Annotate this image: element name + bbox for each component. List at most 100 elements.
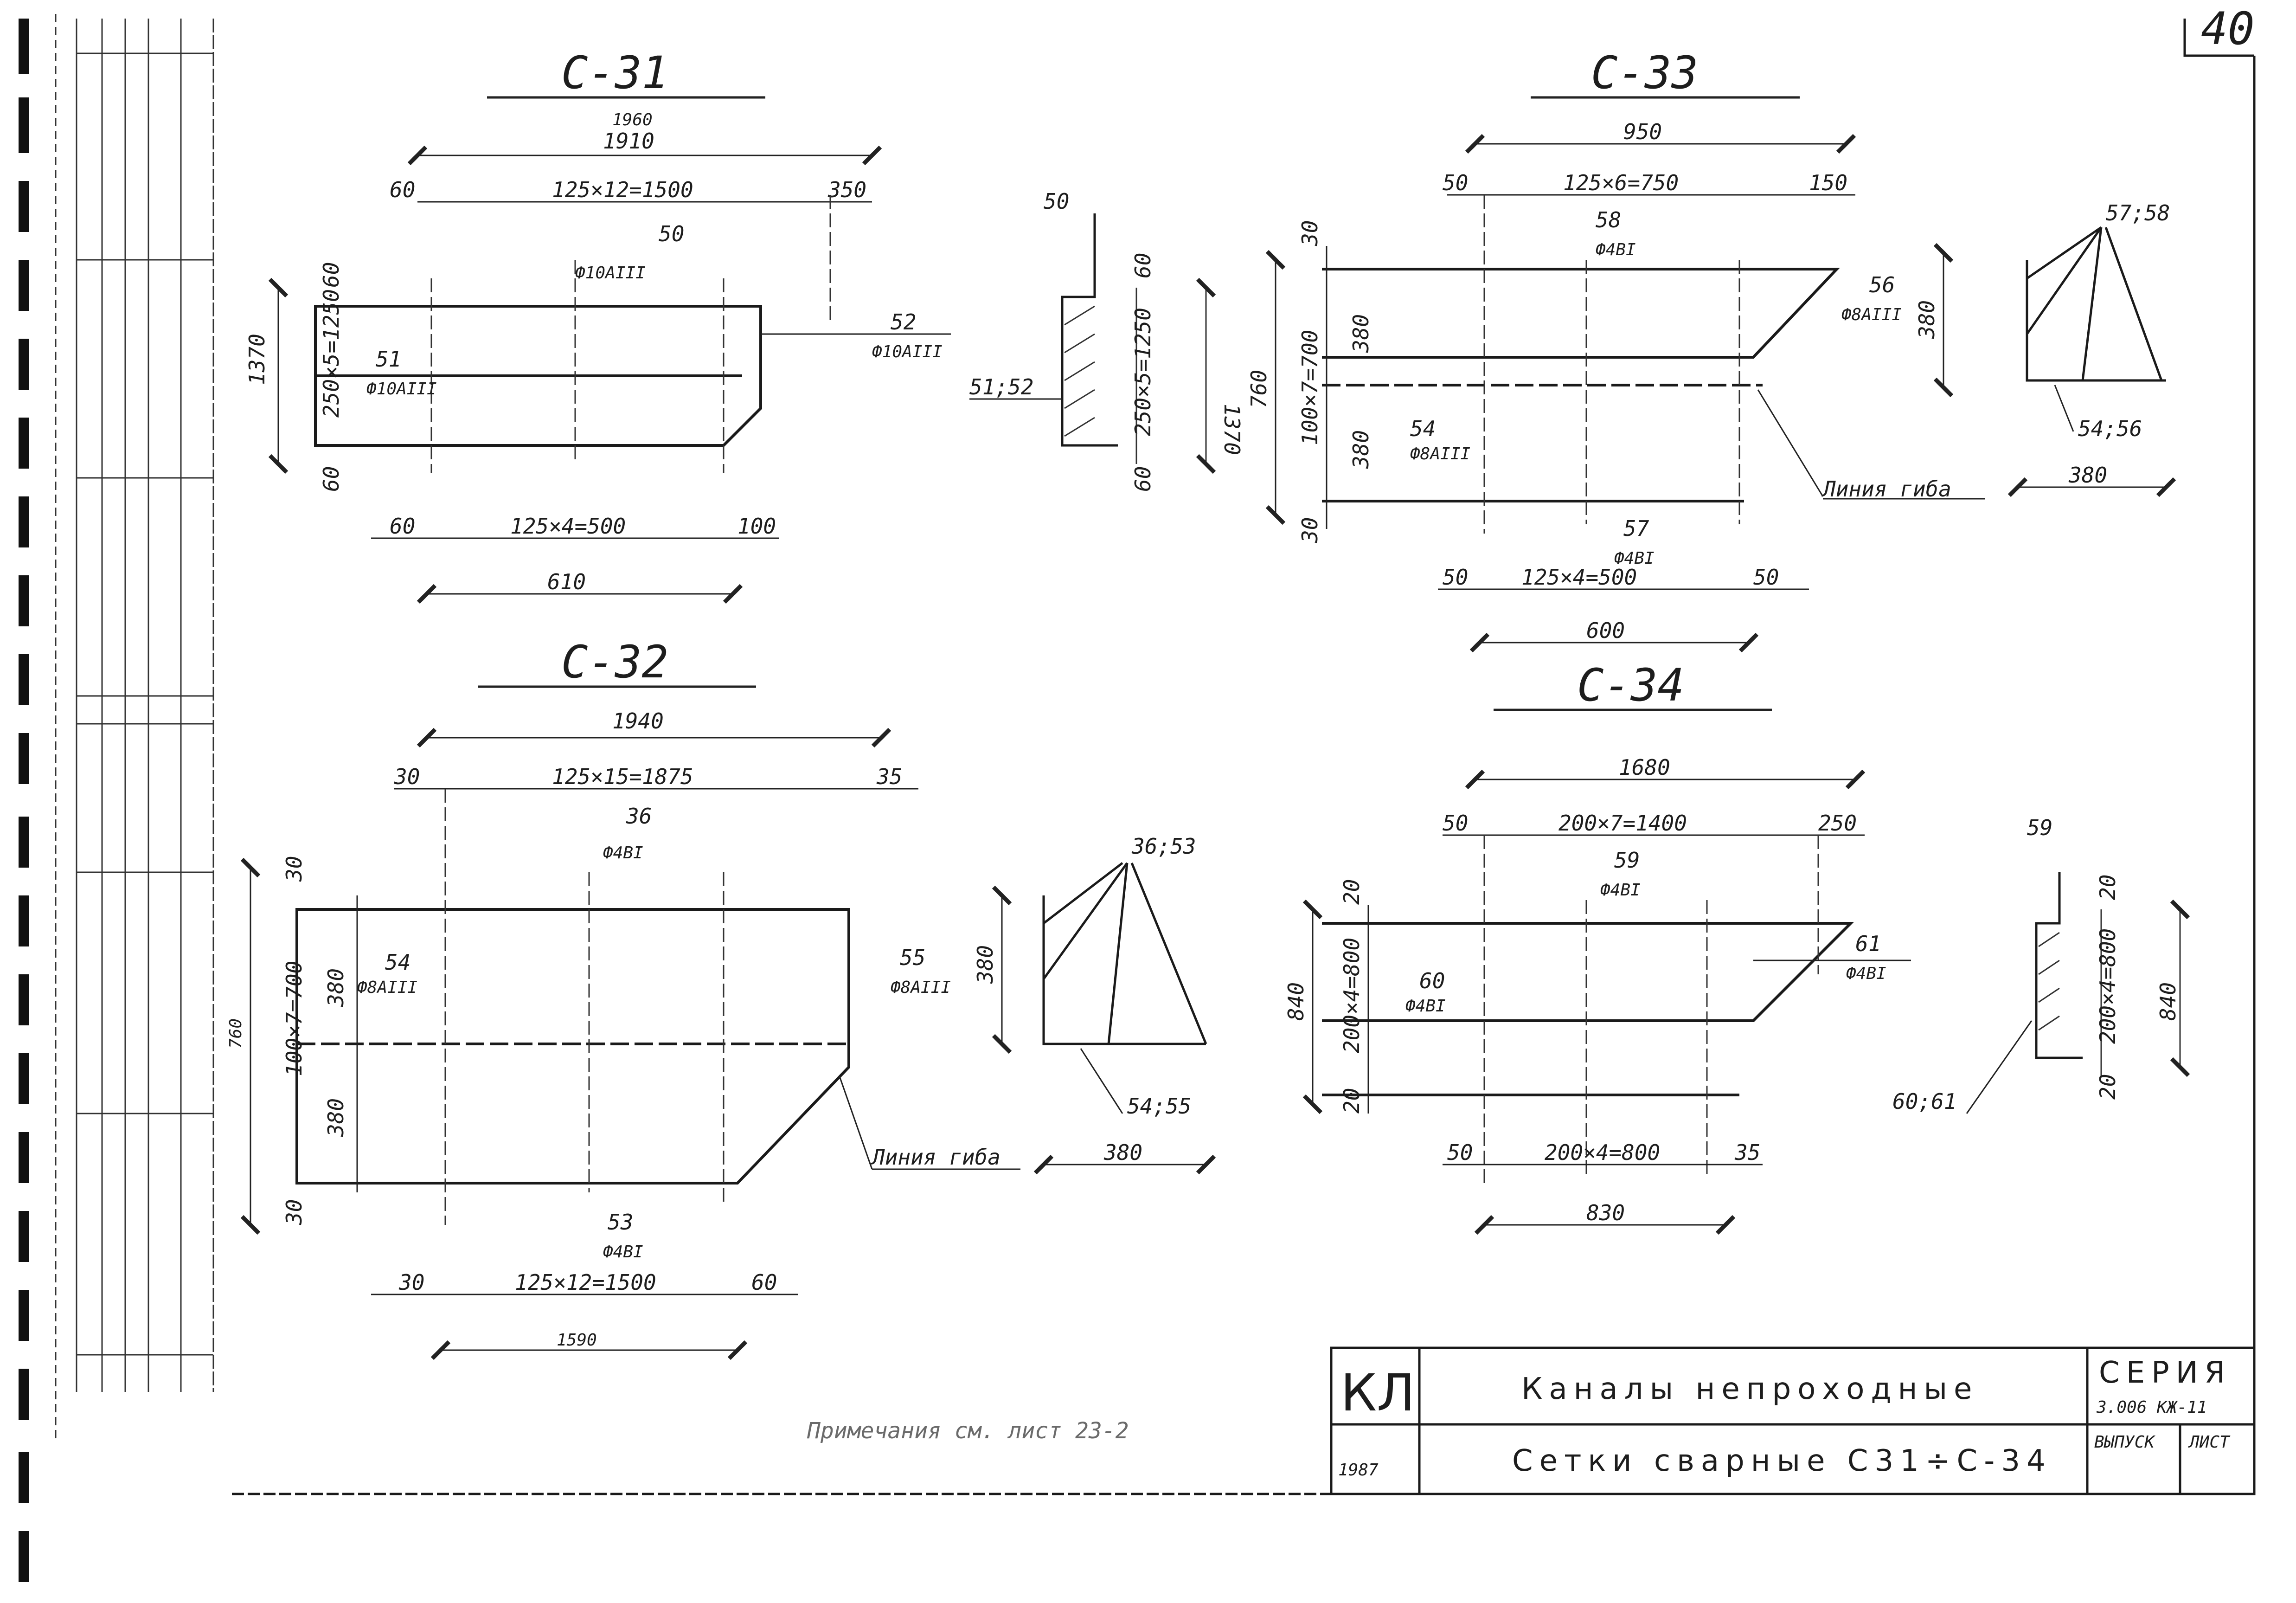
c32-section-mark: 36;53 [1131,834,1196,859]
c32-top-right: 35 [876,764,902,789]
left-margin-stamp [55,14,214,1438]
c33-bar-right-mark: 56 [1869,272,1895,297]
c32-overall: 1940 [612,708,664,734]
c34-side-top: 20 [1339,879,1364,905]
c31-section-top-side: 60 [1130,253,1155,278]
c31-top-right: 350 [827,177,866,202]
c32-bot-right: 60 [751,1270,777,1295]
title-block-year: 1987 [1338,1461,1379,1480]
c33-overall: 950 [1623,119,1662,144]
c33-section-width: 380 [2068,463,2107,488]
c34-bot-mid: 200×4=800 [1545,1140,1660,1165]
c33-bot-mid: 125×4=500 [1521,565,1637,590]
c31-side-top: 60 [319,262,344,288]
c33-side-total: 100×7=700 [1297,330,1322,445]
c31-section-top: 50 [1044,189,1069,214]
c31-bar-top-spec: Ф10АIII [575,264,646,283]
c31-title: С-31 [561,47,668,99]
c34-side-bot: 20 [1339,1088,1364,1114]
c33-section-mark: 57;58 [2106,200,2170,225]
c32-bar-right-mark: 55 [900,945,925,970]
c32-side-top: 30 [282,856,307,882]
c32-side-upper: 380 [323,968,348,1007]
c33-top-left: 50 [1443,170,1468,195]
c31-bot-right: 100 [738,514,776,539]
c31-height: 1370 [244,334,269,385]
c33-side-bot: 30 [1297,517,1322,543]
c34-bar-left-mark: 60 [1419,968,1445,993]
c34-top-mid: 200×7=1400 [1558,811,1687,836]
c32-section-height: 380 [973,945,998,984]
c33-side-top: 30 [1297,220,1322,246]
mesh-c33: С-33 950 50 125×6=750 150 58 Ф4ВI 56 Ф8А… [1246,47,2176,653]
c32-height: 760 [226,1018,245,1049]
c32-bar-right-spec: Ф8АIII [891,978,951,997]
c31-bar-top-mark: 50 [659,221,684,246]
c33-bot-right: 50 [1753,565,1779,590]
c32-bar-bot-mark: 53 [608,1210,633,1235]
c32-bot-total: 1590 [557,1331,597,1350]
title-block-name-1: Каналы непроходные [1521,1372,1978,1406]
c34-top-left: 50 [1443,811,1468,836]
c33-height: 760 [1246,370,1271,408]
c31-bar-left-mark: 51 [376,347,401,372]
c34-bot-total: 830 [1586,1200,1625,1225]
c31-side-mid: 250×5=1250 [319,289,344,418]
c32-bot-mid: 125×12=1500 [515,1270,656,1295]
c32-bot-left: 30 [398,1270,424,1295]
c33-bar-bot-mark: 57 [1623,516,1649,541]
c31-section-mid: 250×5=1250 [1130,308,1155,436]
c34-section-bars: 60;61 [1892,1089,1956,1114]
title-block [1330,1346,2256,1495]
c31-overall-alt: 1960 [612,110,653,129]
c32-side-bot: 30 [282,1199,307,1225]
c34-section-bot: 20 [2095,1074,2120,1100]
sheet-frame [232,19,2256,1495]
c32-top-left: 30 [394,764,420,789]
c31-top-left: 60 [390,177,415,202]
c33-side-upper: 380 [1348,314,1373,353]
title-block-series-value: 3.006 КЖ-11 [2096,1398,2207,1417]
c34-bot-left: 50 [1447,1140,1473,1165]
c34-title: С-34 [1577,659,1684,711]
c33-section-height: 380 [1914,300,1939,339]
c31-bot-total: 610 [547,569,586,594]
c34-bar-left-spec: Ф4ВI [1405,997,1446,1016]
c31-top-mid: 125×12=1500 [552,177,693,202]
c32-bar-left-spec: Ф8АIII [357,978,417,997]
mesh-c32: С-32 1940 30 125×15=1875 35 36 Ф4ВI 54 Ф… [226,636,1216,1360]
c32-section-width: 380 [1103,1140,1142,1165]
c32-section-bars: 54;55 [1127,1094,1191,1119]
c34-section-height: 840 [2155,982,2181,1021]
c31-section-height: 1370 [1219,404,1244,455]
title-block-series-label: СЕРИЯ [2099,1356,2232,1390]
c33-title: С-33 [1591,47,1698,99]
c31-section-left: 51;52 [969,374,1033,399]
c33-section-bars: 54;56 [2078,416,2142,441]
c33-bot-left: 50 [1443,565,1468,590]
mesh-c31: С-31 1960 1910 60 125×12=1500 350 50 Ф10… [244,47,1244,604]
c32-bar-top-mark: 36 [626,804,652,829]
c32-bar-bot-spec: Ф4ВI [603,1242,643,1262]
c33-bar-top-spec: Ф4ВI [1596,240,1636,259]
c31-bar-right-mark: 52 [891,309,916,335]
c31-bar-left-spec: Ф10АIII [366,380,437,399]
c33-top-mid: 125×6=750 [1563,170,1679,195]
c31-bar-right-spec: Ф10АIII [872,342,943,361]
c31-bot-mid: 125×4=500 [510,514,626,539]
c34-side-mid: 200×4=800 [1339,938,1364,1053]
c32-bend-label: Линия гиба [870,1145,1000,1170]
c34-section-mark: 59 [2027,815,2052,840]
title-block-name-2: Сетки сварные С31÷С-34 [1512,1444,2052,1478]
c33-bend-label: Линия гиба [1821,476,1951,502]
c33-bar-top-mark: 58 [1596,207,1621,232]
c34-overall: 1680 [1619,755,1670,780]
binding-holes [19,19,29,1582]
c33-bar-left-mark: 54 [1410,416,1436,441]
c32-bar-left-mark: 54 [385,950,410,975]
c33-top-right: 150 [1809,170,1847,195]
c31-section-bot: 60 [1130,466,1155,492]
c31-side-bot: 60 [319,466,344,492]
